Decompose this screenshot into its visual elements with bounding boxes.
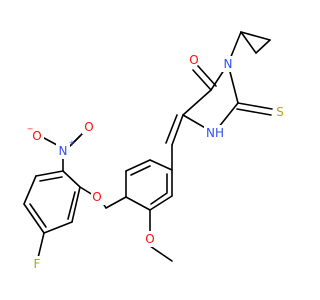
fluorine-label: F <box>34 257 41 271</box>
bond <box>165 114 178 144</box>
bond <box>39 176 63 182</box>
n3-nitrogen-label: N <box>224 57 233 71</box>
atom-labels: O N S NH N + O − O O O F <box>27 53 287 272</box>
bond <box>71 186 81 223</box>
bond <box>105 196 127 209</box>
bond <box>62 170 81 188</box>
bond <box>236 108 272 116</box>
bond <box>125 159 151 172</box>
bond <box>255 39 271 54</box>
bond <box>23 203 45 234</box>
bond <box>149 245 173 262</box>
carbonyl-oxygen-label: O <box>189 53 198 67</box>
bond <box>182 89 212 116</box>
bond <box>130 165 151 176</box>
nitro-nitrogen-charge: + <box>69 139 76 148</box>
bond <box>197 65 217 87</box>
molecule-structure: O N S NH N + O − O O O F <box>23 31 287 272</box>
nitro-nitrogen-label: N <box>59 144 68 158</box>
nitro-oxygen-double-label: O <box>84 120 93 134</box>
bond <box>125 196 151 211</box>
bond <box>192 69 212 91</box>
nitro-oxygen-minus-label: O <box>32 129 41 143</box>
bond <box>237 102 273 110</box>
methoxy-oxygen-label: O <box>145 232 154 246</box>
bond <box>35 170 64 177</box>
ether-oxygen-label: O <box>92 190 101 204</box>
bond <box>150 192 168 205</box>
bond <box>171 114 184 146</box>
bond <box>240 31 271 41</box>
thione-sulfur-label: S <box>276 105 284 119</box>
bond <box>37 232 45 259</box>
bond <box>240 31 257 54</box>
bond <box>67 191 76 220</box>
bond <box>149 195 173 211</box>
bond <box>43 137 58 146</box>
bond <box>29 203 47 228</box>
bond <box>43 221 73 234</box>
nitro-oxygen-charge: − <box>27 125 34 134</box>
bond <box>79 186 94 196</box>
bond <box>149 159 173 171</box>
bond <box>23 175 37 205</box>
nh-label: NH <box>206 126 224 140</box>
